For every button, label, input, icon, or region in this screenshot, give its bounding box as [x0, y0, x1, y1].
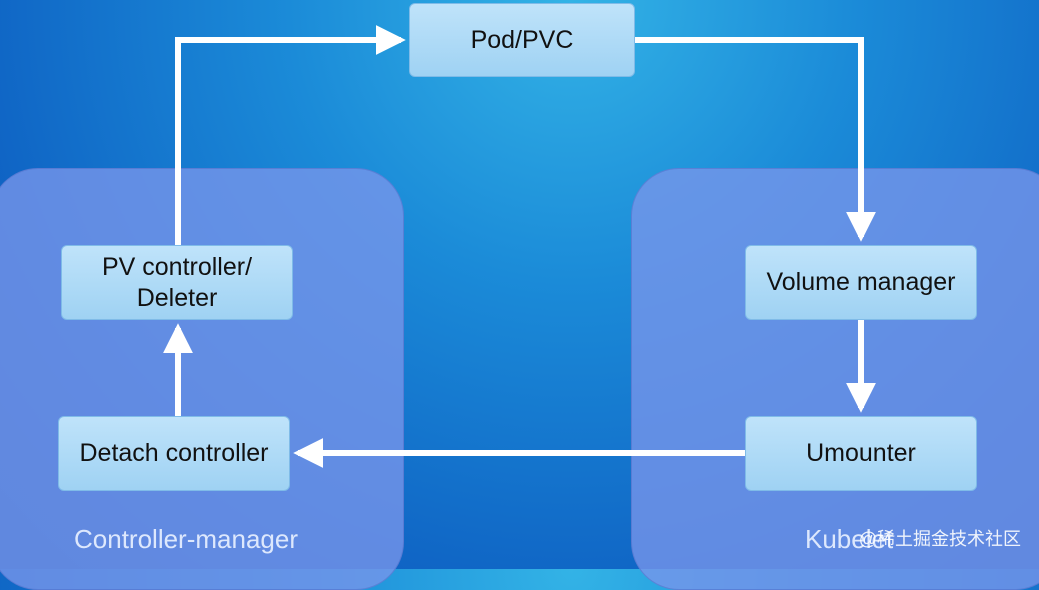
controller-manager-group — [0, 168, 404, 590]
flow-arrows — [163, 25, 876, 468]
detach-controller-box: Detach controller — [58, 416, 290, 491]
kubelet-label: Kubelet — [805, 524, 894, 554]
arrow-pv-to-pod — [175, 25, 406, 245]
volume-manager-label: Volume manager — [766, 268, 956, 296]
pod-pvc-box: Pod/PVC — [409, 3, 635, 77]
arrow-pod-to-volume — [635, 37, 876, 242]
pv-controller-label-line1: PV controller/ — [101, 252, 253, 281]
kubelet-group — [631, 168, 1039, 590]
volume-manager-box: Volume manager — [745, 245, 977, 320]
controller-manager-label: Controller-manager — [74, 524, 298, 554]
umounter-box: Umounter — [745, 416, 977, 491]
umounter-label: Umounter — [806, 439, 916, 467]
pv-controller-box: PV controller/ Deleter — [61, 245, 293, 320]
pod-pvc-label: Pod/PVC — [470, 25, 574, 54]
detach-controller-label: Detach controller — [79, 439, 269, 467]
watermark: @稀土掘金技术社区 — [858, 529, 1021, 549]
pv-controller-label-line2: Deleter — [136, 283, 218, 312]
